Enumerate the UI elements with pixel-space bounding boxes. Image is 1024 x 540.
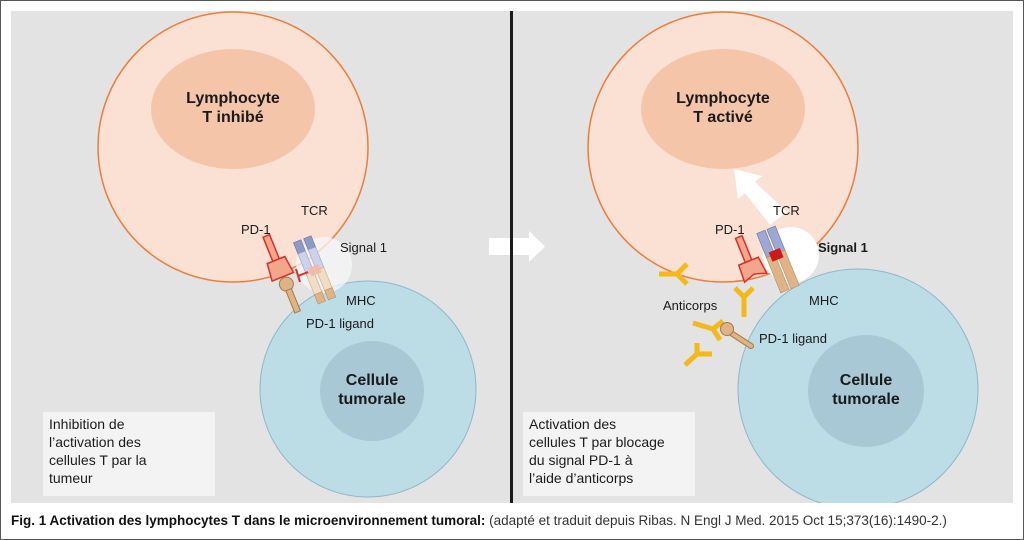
panel-inhibition: Lymphocyte T inhibé Cellule tumorale TCR… [11, 11, 511, 503]
tcr-mhc-complex [756, 225, 800, 294]
mhc-label: MHC [809, 293, 839, 308]
lymphocyte-title-line2: T inhibé [202, 109, 264, 126]
tumor-title-line2: tumorale [832, 391, 900, 408]
inhibition-symbol [295, 268, 309, 283]
lymphocyte-title: Lymphocyte T activé [671, 89, 775, 127]
figure-caption: Fig. 1 Activation des lymphocytes T dans… [11, 513, 947, 528]
pd1-ligand [278, 276, 302, 314]
pd1-label: PD-1 [241, 222, 271, 237]
lymphocyte-title-line2: T activé [693, 109, 753, 126]
note-line: cellules T par la [49, 452, 147, 468]
lymphocyte-title: Lymphocyte T inhibé [181, 89, 285, 127]
tcr-label: TCR [773, 203, 800, 218]
signal-label: Signal 1 [818, 240, 868, 255]
antibody-icon [733, 286, 755, 317]
tumor-title: Cellule tumorale [320, 371, 424, 409]
tumor-title-line1: Cellule [345, 372, 399, 389]
caption-title: Fig. 1 Activation des lymphocytes T dans… [11, 513, 486, 528]
note-line: cellules T par blocage [529, 434, 665, 450]
pd1-receptor [734, 234, 769, 284]
pd1-receptor [262, 233, 295, 283]
mhc-label: MHC [346, 293, 376, 308]
antibody-icon [692, 319, 725, 342]
lymphocyte-title-line1: Lymphocyte [186, 90, 280, 107]
note-line: Activation des [529, 416, 617, 432]
pd1-ligand-label: PD-1 ligand [306, 316, 374, 331]
activation-note: Activation des cellules T par blocage du… [523, 412, 695, 496]
activation-arrow-icon [734, 169, 787, 225]
antibody-icon [683, 343, 712, 367]
lymphocyte-nucleus [151, 49, 315, 169]
tumor-nucleus [320, 341, 424, 441]
note-line: Inhibition de [49, 416, 125, 432]
transition-arrow-icon [513, 231, 545, 262]
lymphocyte-nucleus [641, 49, 805, 169]
caption-source: (adapté et traduit depuis Ribas. N Engl … [489, 513, 947, 528]
note-line: l’aide d’anticorps [529, 470, 634, 486]
inhibition-diagram [97, 11, 477, 498]
antibody-icon [659, 262, 689, 286]
pd1-ligand-label: PD-1 ligand [759, 331, 827, 346]
pd1-ligand [720, 322, 754, 349]
panel-divider [510, 11, 513, 503]
activation-diagram [513, 11, 979, 503]
tumor-nucleus [808, 335, 924, 447]
tumor-title-line2: tumorale [338, 391, 406, 408]
antibodies-label: Anticorps [663, 298, 718, 313]
note-line: du signal PD-1 à [529, 452, 633, 468]
note-line: tumeur [49, 470, 93, 486]
tumor-title: Cellule tumorale [814, 371, 918, 409]
signal-label: Signal 1 [340, 240, 387, 255]
pd1-label: PD-1 [715, 222, 745, 237]
note-line: l’activation des [49, 434, 141, 450]
lymphocyte-title-line1: Lymphocyte [676, 90, 770, 107]
inhibition-note: Inhibition de l’activation des cellules … [43, 412, 215, 496]
tumor-title-line1: Cellule [839, 372, 893, 389]
tcr-label: TCR [301, 203, 328, 218]
tcr-mhc-complex [293, 235, 337, 305]
panel-activation: Lymphocyte T activé Cellule tumorale TCR… [513, 11, 1013, 503]
